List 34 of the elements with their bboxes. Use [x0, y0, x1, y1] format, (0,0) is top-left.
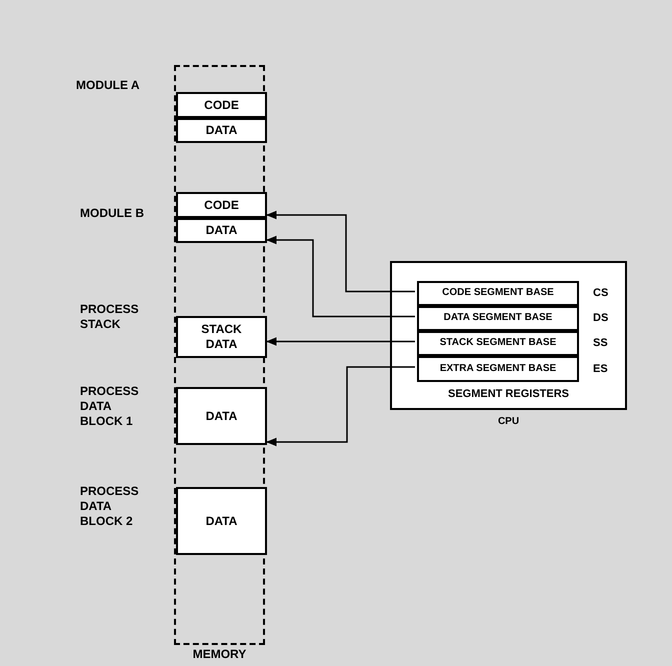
memory-label: MEMORY	[192, 646, 248, 663]
register-name: DATA SEGMENT BASE	[444, 312, 552, 325]
cpu-label: CPU	[496, 415, 520, 429]
register-name: STACK SEGMENT BASE	[440, 337, 556, 350]
register-abbreviation: SS	[593, 336, 608, 352]
segment-label: CODE	[203, 198, 240, 212]
memory-segment	[176, 316, 267, 358]
segment-label: DATA	[204, 408, 238, 424]
memory-region-label: PROCESS DATA BLOCK 2	[80, 484, 140, 529]
memory-segment	[176, 92, 267, 118]
memory-segment	[176, 118, 267, 143]
register-abbreviation: ES	[593, 362, 608, 377]
register-abbreviation: DS	[593, 311, 608, 326]
segment-label: DATA	[204, 123, 238, 138]
memory-region-label: PROCESS DATA BLOCK 1	[80, 384, 140, 429]
register-name: EXTRA SEGMENT BASE	[440, 362, 556, 376]
pointer-arrow	[266, 236, 415, 318]
pointer-arrow	[266, 210, 415, 292]
segment-label: DATA	[204, 514, 238, 528]
memory-segment	[176, 387, 267, 445]
segment-label: CODE	[203, 98, 240, 112]
segment-label: DATA	[204, 223, 238, 238]
memory-region-label: PROCESS STACK	[80, 302, 140, 332]
memory-segment	[176, 218, 267, 243]
pointer-arrow	[266, 337, 415, 346]
register-name: CODE SEGMENT BASE	[442, 287, 554, 300]
memory-region-label: MODULE A	[76, 78, 141, 93]
group-label: SEGMENT REGISTERS	[446, 386, 570, 402]
register-abbreviation: CS	[593, 286, 608, 302]
memory-segment	[176, 192, 267, 218]
memory-region-label: MODULE B	[80, 206, 145, 221]
pointer-arrow	[266, 366, 415, 446]
segment-label: STACK DATA	[200, 322, 243, 352]
memory-segment	[176, 487, 267, 555]
